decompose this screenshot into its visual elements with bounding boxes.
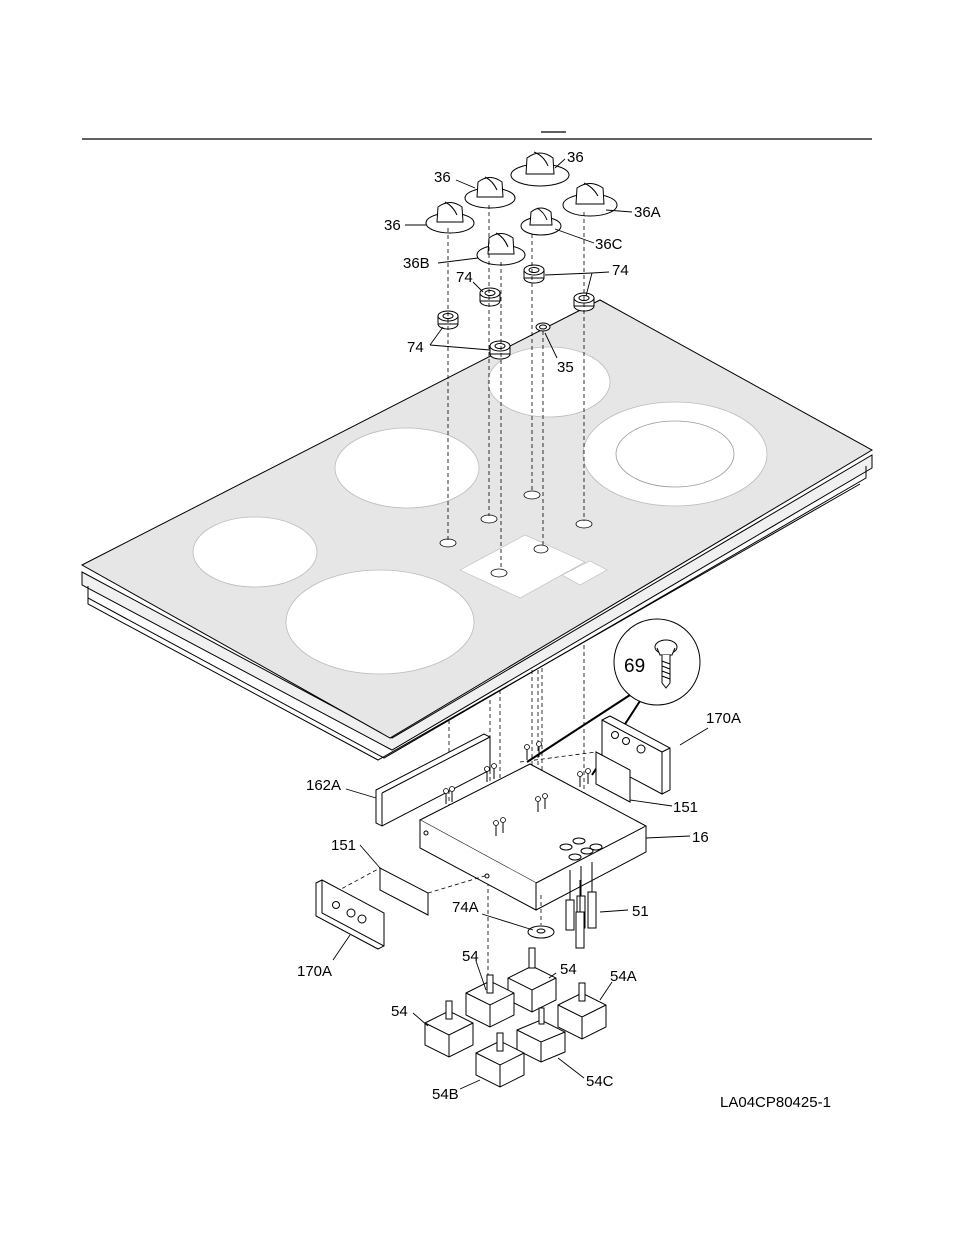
diagram-id: LA04CP80425-1 [720,1094,831,1111]
label-54A: 54A [610,968,637,985]
label-36B: 36B [403,255,430,272]
connectors-51 [566,862,596,948]
glass-cooktop [82,300,872,760]
knob-hole [481,515,497,523]
label-54-a: 54 [462,948,479,965]
label-74-a: 74 [456,269,473,286]
label-69: 69 [624,656,645,677]
burner-zone [193,517,317,587]
knob-hole [524,491,540,499]
label-36C: 36C [595,236,623,253]
label-36-second: 36 [434,169,451,186]
label-36-left: 36 [384,217,401,234]
label-74-c: 74 [407,339,424,356]
burner-zone [335,428,479,508]
label-170A-left: 170A [297,963,332,980]
knob-hole [576,520,592,528]
knob-hole [491,569,507,577]
label-170A-right: 170A [706,710,741,727]
label-151-right: 151 [673,799,698,816]
label-74A: 74A [452,899,479,916]
burner-zone [286,570,474,674]
part-74A [528,926,554,938]
label-151-left: 151 [331,837,356,854]
label-162A: 162A [306,777,341,794]
label-54B: 54B [432,1086,459,1103]
label-16: 16 [692,829,709,846]
label-36-top: 36 [567,149,584,166]
label-35: 35 [557,359,574,376]
label-51: 51 [632,903,649,920]
label-54C: 54C [586,1073,614,1090]
label-36A: 36A [634,204,661,221]
label-74-b: 74 [612,262,629,279]
knob-hole [440,539,456,547]
switches [425,948,606,1087]
knobs [426,152,617,265]
label-54-b: 54 [560,961,577,978]
label-54-c: 54 [391,1003,408,1020]
knob-hole [534,545,548,553]
bracket-170A-left [316,880,384,949]
burner-zone-inner [616,421,734,487]
